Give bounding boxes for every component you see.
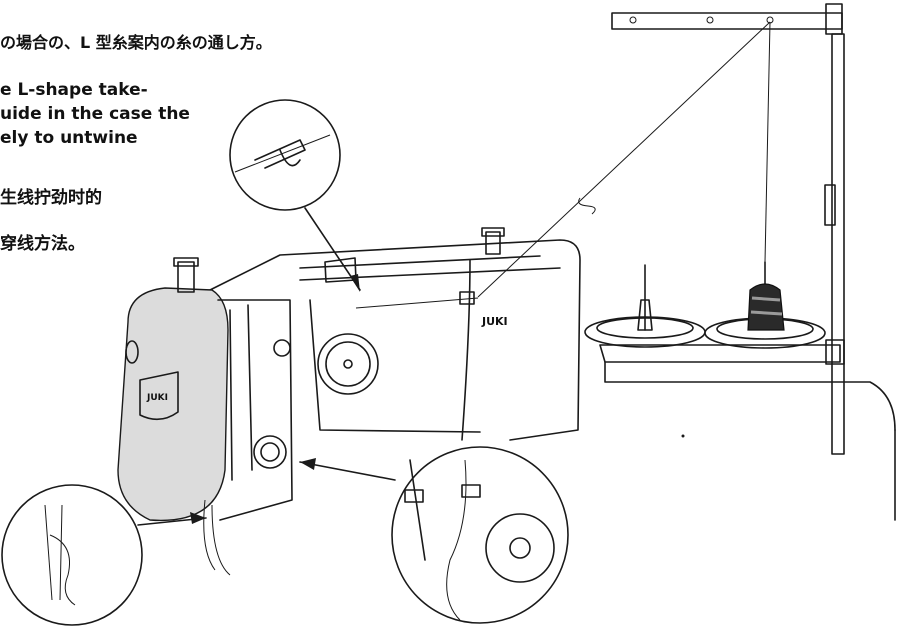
sewing-machine: JUKI JUKI bbox=[117, 227, 581, 576]
english-caption-line-1: e L-shape take- bbox=[0, 80, 148, 100]
detail-circle-tension bbox=[299, 446, 569, 624]
english-caption-line-3: ely to untwine bbox=[0, 128, 138, 148]
thread-path bbox=[477, 21, 771, 298]
detail-circle-thread-guide bbox=[229, 99, 361, 292]
chinese-caption-line-1: 生线拧劲时的 bbox=[0, 188, 102, 208]
juki-logo-arm: JUKI bbox=[481, 315, 508, 328]
chinese-caption-line-2: 穿线方法。 bbox=[0, 234, 85, 254]
thread-cone bbox=[747, 283, 785, 331]
juki-logo-front: JUKI bbox=[146, 393, 168, 403]
english-caption-line-2: uide in the case the bbox=[0, 104, 190, 124]
work-table bbox=[604, 361, 896, 521]
detail-circle-needle bbox=[1, 484, 207, 626]
thread-stand bbox=[584, 3, 845, 455]
japanese-caption: の場合の、L 型糸案内の糸の通し方。 bbox=[0, 33, 272, 52]
